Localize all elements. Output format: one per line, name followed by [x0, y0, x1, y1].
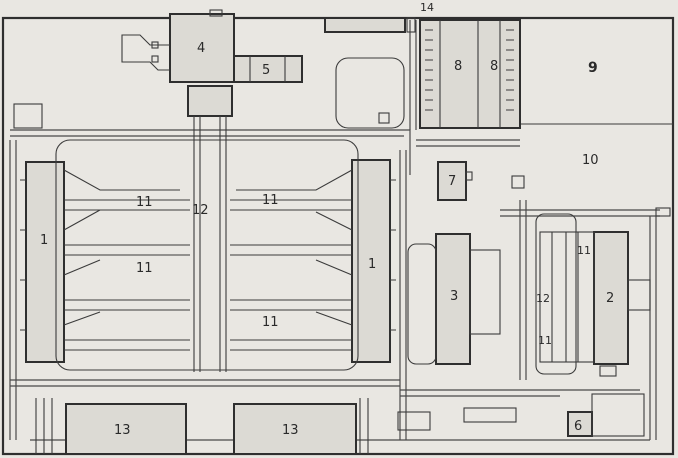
building-4	[121, 9, 235, 83]
label-6: 6	[574, 419, 582, 434]
slipway-berths	[55, 139, 359, 371]
building-6	[397, 365, 645, 437]
label-8-a: 8	[454, 59, 462, 74]
label-12-b: 12	[536, 292, 550, 305]
east-gate	[655, 207, 671, 217]
building-5	[233, 55, 303, 83]
building-13-left	[35, 398, 187, 455]
label-5: 5	[262, 63, 270, 78]
building-1-left	[20, 161, 65, 363]
building-8	[419, 19, 521, 129]
label-12-a: 12	[192, 203, 209, 218]
building-7	[437, 161, 525, 201]
building-3	[407, 233, 501, 365]
building-2	[535, 213, 651, 375]
crane-gallery-12	[187, 85, 233, 372]
label-11-d: 11	[262, 315, 279, 330]
label-11-b: 11	[262, 193, 279, 208]
label-7: 7	[448, 174, 456, 189]
label-1-right: 1	[368, 257, 376, 272]
label-11-e: 11	[577, 244, 591, 257]
label-13-a: 13	[114, 423, 131, 438]
label-4: 4	[197, 41, 205, 56]
label-3: 3	[450, 289, 458, 304]
gatehouse	[13, 103, 43, 129]
parking-area	[335, 57, 405, 129]
label-14: 14	[420, 1, 434, 14]
label-10: 10	[582, 153, 599, 168]
label-13-b: 13	[282, 423, 299, 438]
site-boundary	[1, 16, 675, 456]
label-11-f: 11	[538, 334, 552, 347]
label-9: 9	[588, 60, 598, 76]
label-8-b: 8	[490, 59, 498, 74]
label-11-a: 11	[136, 195, 153, 210]
label-1-left: 1	[40, 233, 48, 248]
building-14	[324, 17, 416, 33]
road-network	[9, 20, 660, 441]
label-2: 2	[606, 291, 614, 306]
kiosk	[378, 112, 390, 124]
label-11-c: 11	[136, 261, 153, 276]
building-13-right	[233, 398, 369, 455]
